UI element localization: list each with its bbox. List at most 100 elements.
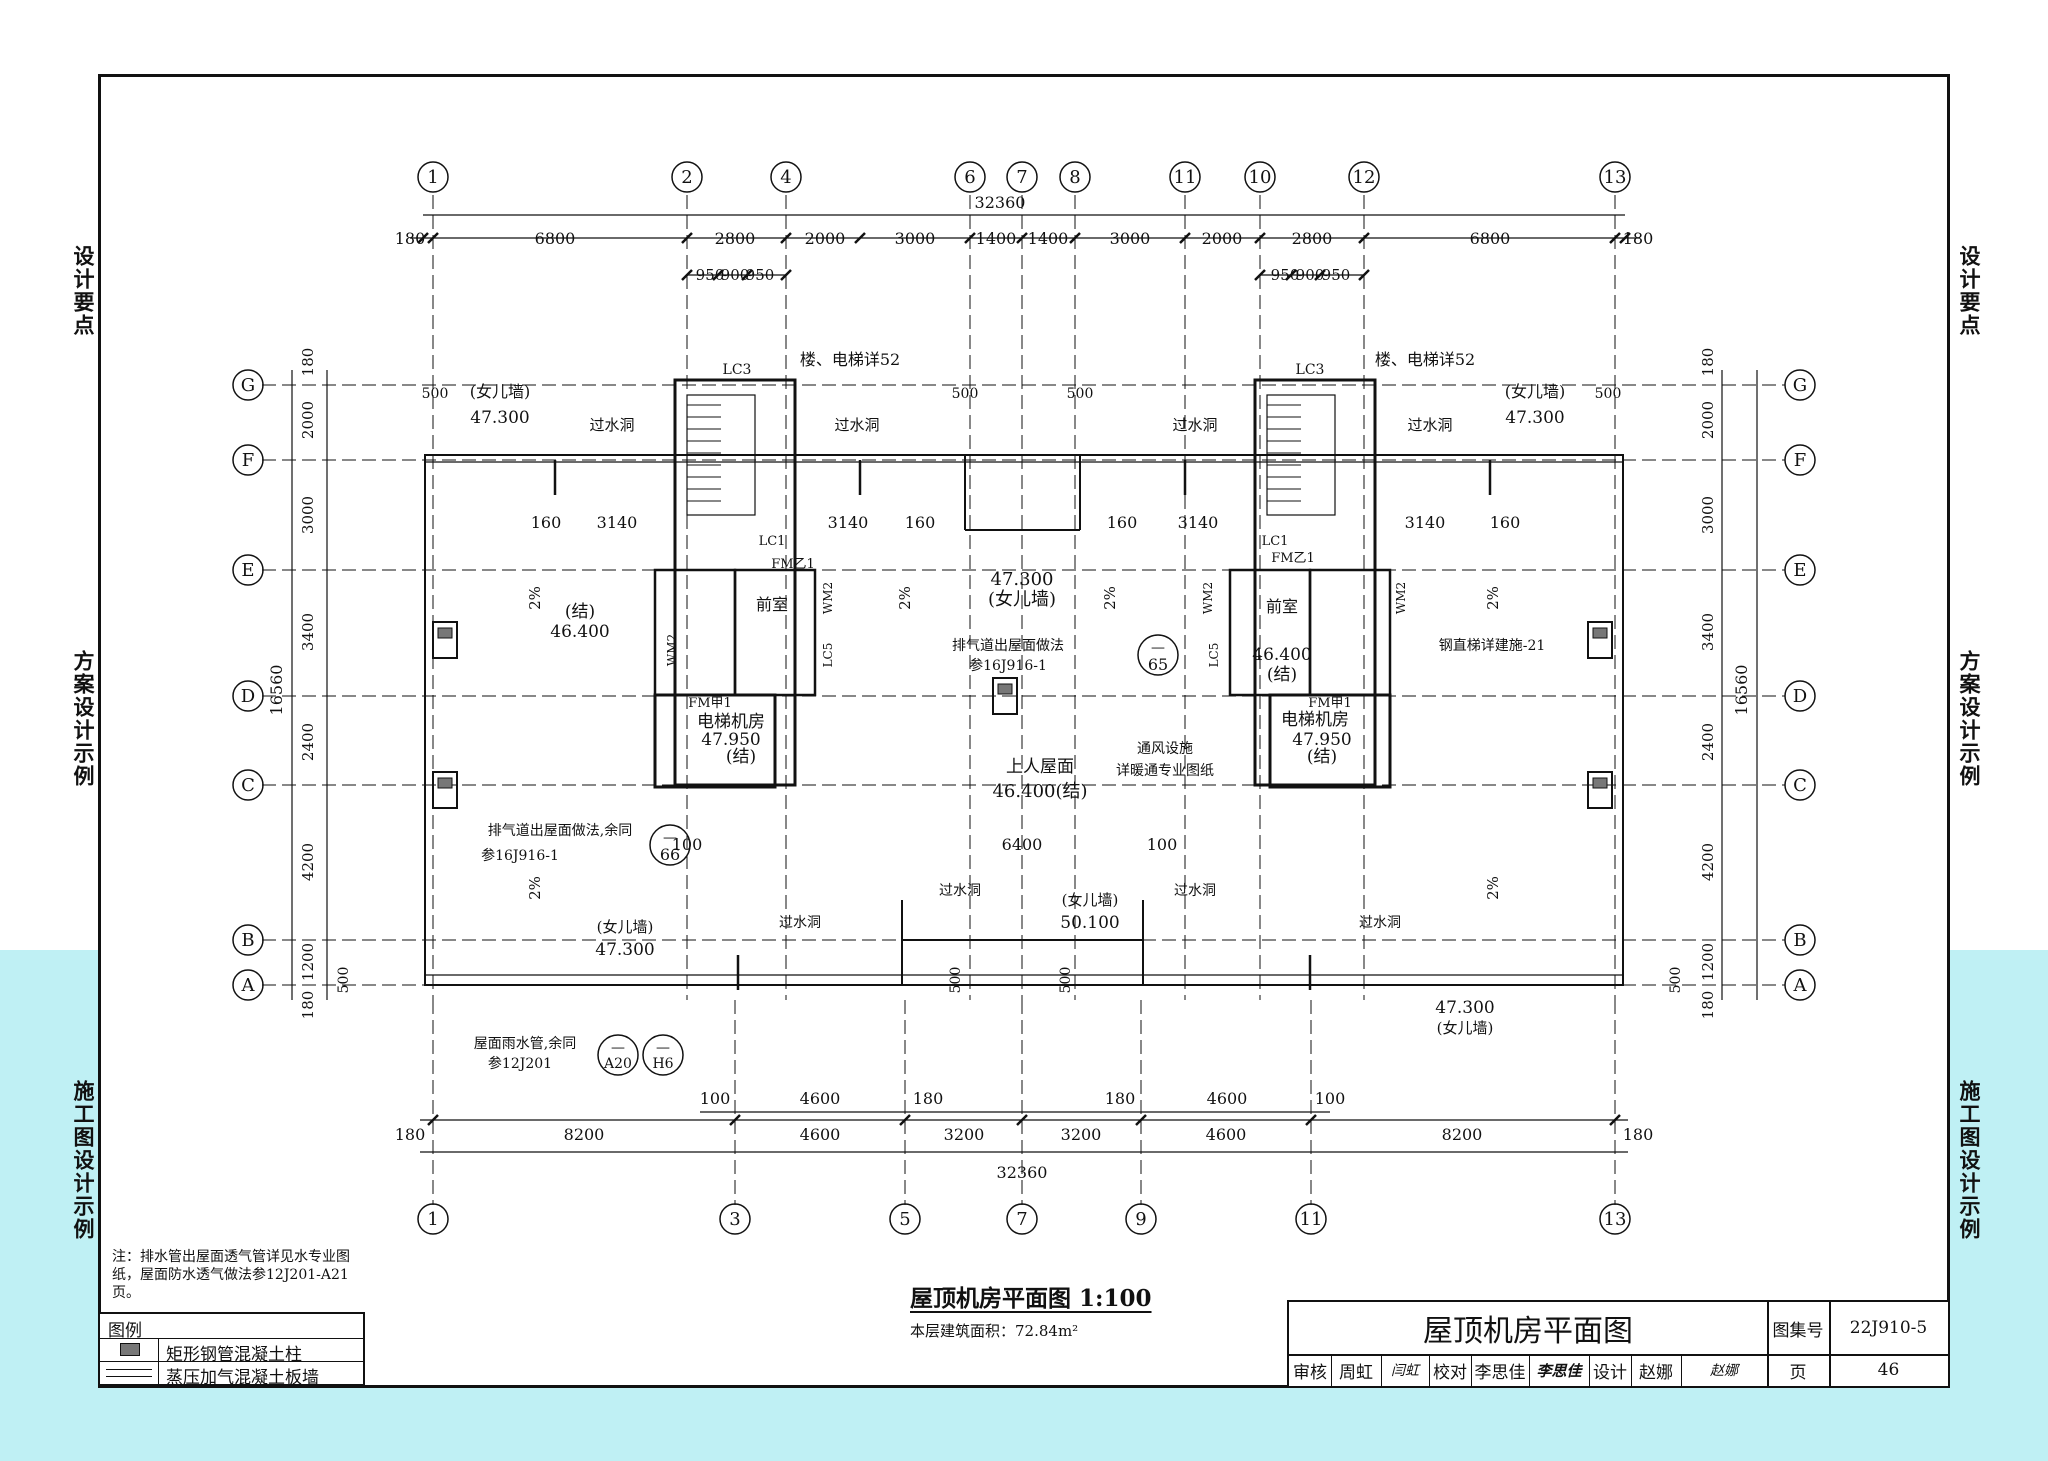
axis-right-D-bubble <box>1784 680 1816 712</box>
dim-top-7: 3000 <box>1110 229 1151 248</box>
inner-3140-2: 3140 <box>828 513 869 532</box>
dim-tick-stair <box>741 269 753 281</box>
dim-left-4: 2400 <box>299 723 317 761</box>
axis-top-7-label: 7 <box>1016 167 1027 188</box>
struct-room-left: (结) <box>726 747 756 767</box>
axis-bottom-3-bubble <box>719 1203 751 1235</box>
axis-top-13-bubble <box>1599 161 1631 193</box>
axis-top-2-bubble <box>671 161 703 193</box>
el-left: 47.300 <box>470 408 529 428</box>
dim-bottom-3: 3200 <box>944 1125 985 1144</box>
axis-top-2-label: 2 <box>681 167 692 188</box>
axis-left-D-bubble <box>232 680 264 712</box>
dim-tick-top <box>964 232 976 244</box>
top-band <box>0 0 2048 82</box>
wm2-left: WM2 <box>665 634 679 666</box>
parapet-right: (女儿墙) <box>1505 382 1566 401</box>
dim-bottom-6: 8200 <box>1442 1125 1483 1144</box>
axis-left-B-label: B <box>241 930 254 951</box>
axis-left-D-label: D <box>241 686 255 707</box>
roof-outline <box>424 454 1624 986</box>
column-core-4 <box>997 683 1013 695</box>
inner-160-4: 160 <box>1490 513 1521 532</box>
dim-tick-bottom <box>427 1114 439 1126</box>
dim-bottom-7: 180 <box>1623 1125 1654 1144</box>
axis-left-B-bubble <box>232 924 264 956</box>
slope-2: 2% <box>896 586 914 610</box>
dim-tick-bottom <box>1305 1114 1317 1126</box>
lc5-right: LC5 <box>1207 643 1221 668</box>
dim-right-total: 16560 <box>1732 665 1751 716</box>
mid-dim-100-l: 100 <box>672 835 703 854</box>
inner-160-3: 160 <box>1107 513 1138 532</box>
parapet-bottom-right: (女儿墙) <box>1437 1019 1494 1037</box>
dim-tick-top <box>1358 232 1370 244</box>
axis-top-12-bubble <box>1348 161 1380 193</box>
dim-tick-bottom <box>1135 1114 1147 1126</box>
dim-top-0: 180 <box>395 229 426 248</box>
lc1-right: LC1 <box>1262 534 1289 549</box>
side-label-left-2[interactable]: 方案设计示例 <box>71 650 96 788</box>
axis-bottom-7-label: 7 <box>1016 1209 1027 1230</box>
rain-a-dash: — <box>611 1040 625 1056</box>
rain-b: H6 <box>652 1056 673 1072</box>
axis-top-7-bubble <box>1006 161 1038 193</box>
column-2 <box>1587 621 1613 659</box>
legend-box: 图例 矩形钢管混凝土柱 蒸压加气混凝土板墙 <box>98 1312 365 1388</box>
exhaust-detail-bubble <box>1137 634 1179 676</box>
dim-tick-stair <box>712 269 724 281</box>
rain-ref: 参12J201 <box>488 1055 552 1072</box>
axis-right-G-bubble <box>1784 369 1816 401</box>
front-room-left-label: 前室 <box>756 595 788 614</box>
drawing-note: 注：排水管出屋面透气管详见水专业图纸，屋面防水透气做法参12J201-A21页。 <box>112 1249 350 1301</box>
drain-label-8: 过水洞 <box>1359 915 1401 931</box>
dim-tick-top <box>417 232 429 244</box>
parapet-mid: (女儿墙) <box>1062 891 1119 909</box>
fm-b1-left: FM乙1 <box>771 557 815 572</box>
dim-tick-top <box>1016 232 1028 244</box>
dim-left-7: 180 <box>299 991 317 1020</box>
dim-500-2: 500 <box>952 386 979 402</box>
axis-top-4-label: 4 <box>780 167 791 188</box>
rain-pipe-label: 屋面雨水管,余同 <box>474 1035 576 1052</box>
legend-item-column: 矩形钢管混凝土柱 <box>166 1345 302 1365</box>
atlas-label: 图集号 <box>1772 1320 1824 1341</box>
drain-label-5: 过水洞 <box>939 883 981 899</box>
axis-left-E-bubble <box>232 554 264 586</box>
axis-bottom-9-bubble <box>1125 1203 1157 1235</box>
page-label: 页 <box>1789 1362 1807 1383</box>
side-label-left-3[interactable]: 施工图设计示例 <box>71 1080 96 1241</box>
axis-bottom-3-label: 3 <box>729 1209 740 1230</box>
axis-top-1-bubble <box>417 161 449 193</box>
el-50100: 50.100 <box>1060 913 1119 933</box>
column-symbol-icon <box>120 1343 140 1356</box>
axis-top-6-bubble <box>954 161 986 193</box>
dim-bottom-total: 32360 <box>997 1163 1048 1182</box>
side-label-left-1[interactable]: 设计要点 <box>71 245 96 337</box>
dim-top-8: 2000 <box>1202 229 1243 248</box>
dim-stair-1-0: 950 <box>1271 266 1300 284</box>
axis-top-6-label: 6 <box>964 167 975 188</box>
dim-left-total: 16560 <box>267 665 286 716</box>
mid-dim-100-r: 100 <box>1147 835 1178 854</box>
dim-bottom-5: 4600 <box>1206 1125 1247 1144</box>
dim-stair-0-0: 950 <box>696 266 725 284</box>
dim-right-2: 3000 <box>1699 496 1717 534</box>
dim-left-3: 3400 <box>299 613 317 651</box>
elevator-shaft-right <box>1308 568 1392 697</box>
dim-500-4: 500 <box>1595 386 1622 402</box>
side-label-right-2[interactable]: 方案设计示例 <box>1957 650 1982 788</box>
dim-tick-stair <box>1314 269 1326 281</box>
dim-bottom-sub-3: 180 <box>1105 1089 1136 1108</box>
dim-left-0: 180 <box>299 348 317 377</box>
designer-name: 赵娜 <box>1639 1362 1673 1383</box>
axis-bottom-5-bubble <box>889 1203 921 1235</box>
dim-top-3: 2000 <box>805 229 846 248</box>
el-bottom-left: 47.300 <box>595 940 654 960</box>
exhaust-num: 65 <box>1148 655 1168 674</box>
axis-top-8-label: 8 <box>1069 167 1080 188</box>
dim-left-2: 3000 <box>299 496 317 534</box>
side-label-right-3[interactable]: 施工图设计示例 <box>1957 1080 1982 1241</box>
side-label-right-1[interactable]: 设计要点 <box>1957 245 1982 337</box>
dim-tick-stair <box>1285 269 1297 281</box>
